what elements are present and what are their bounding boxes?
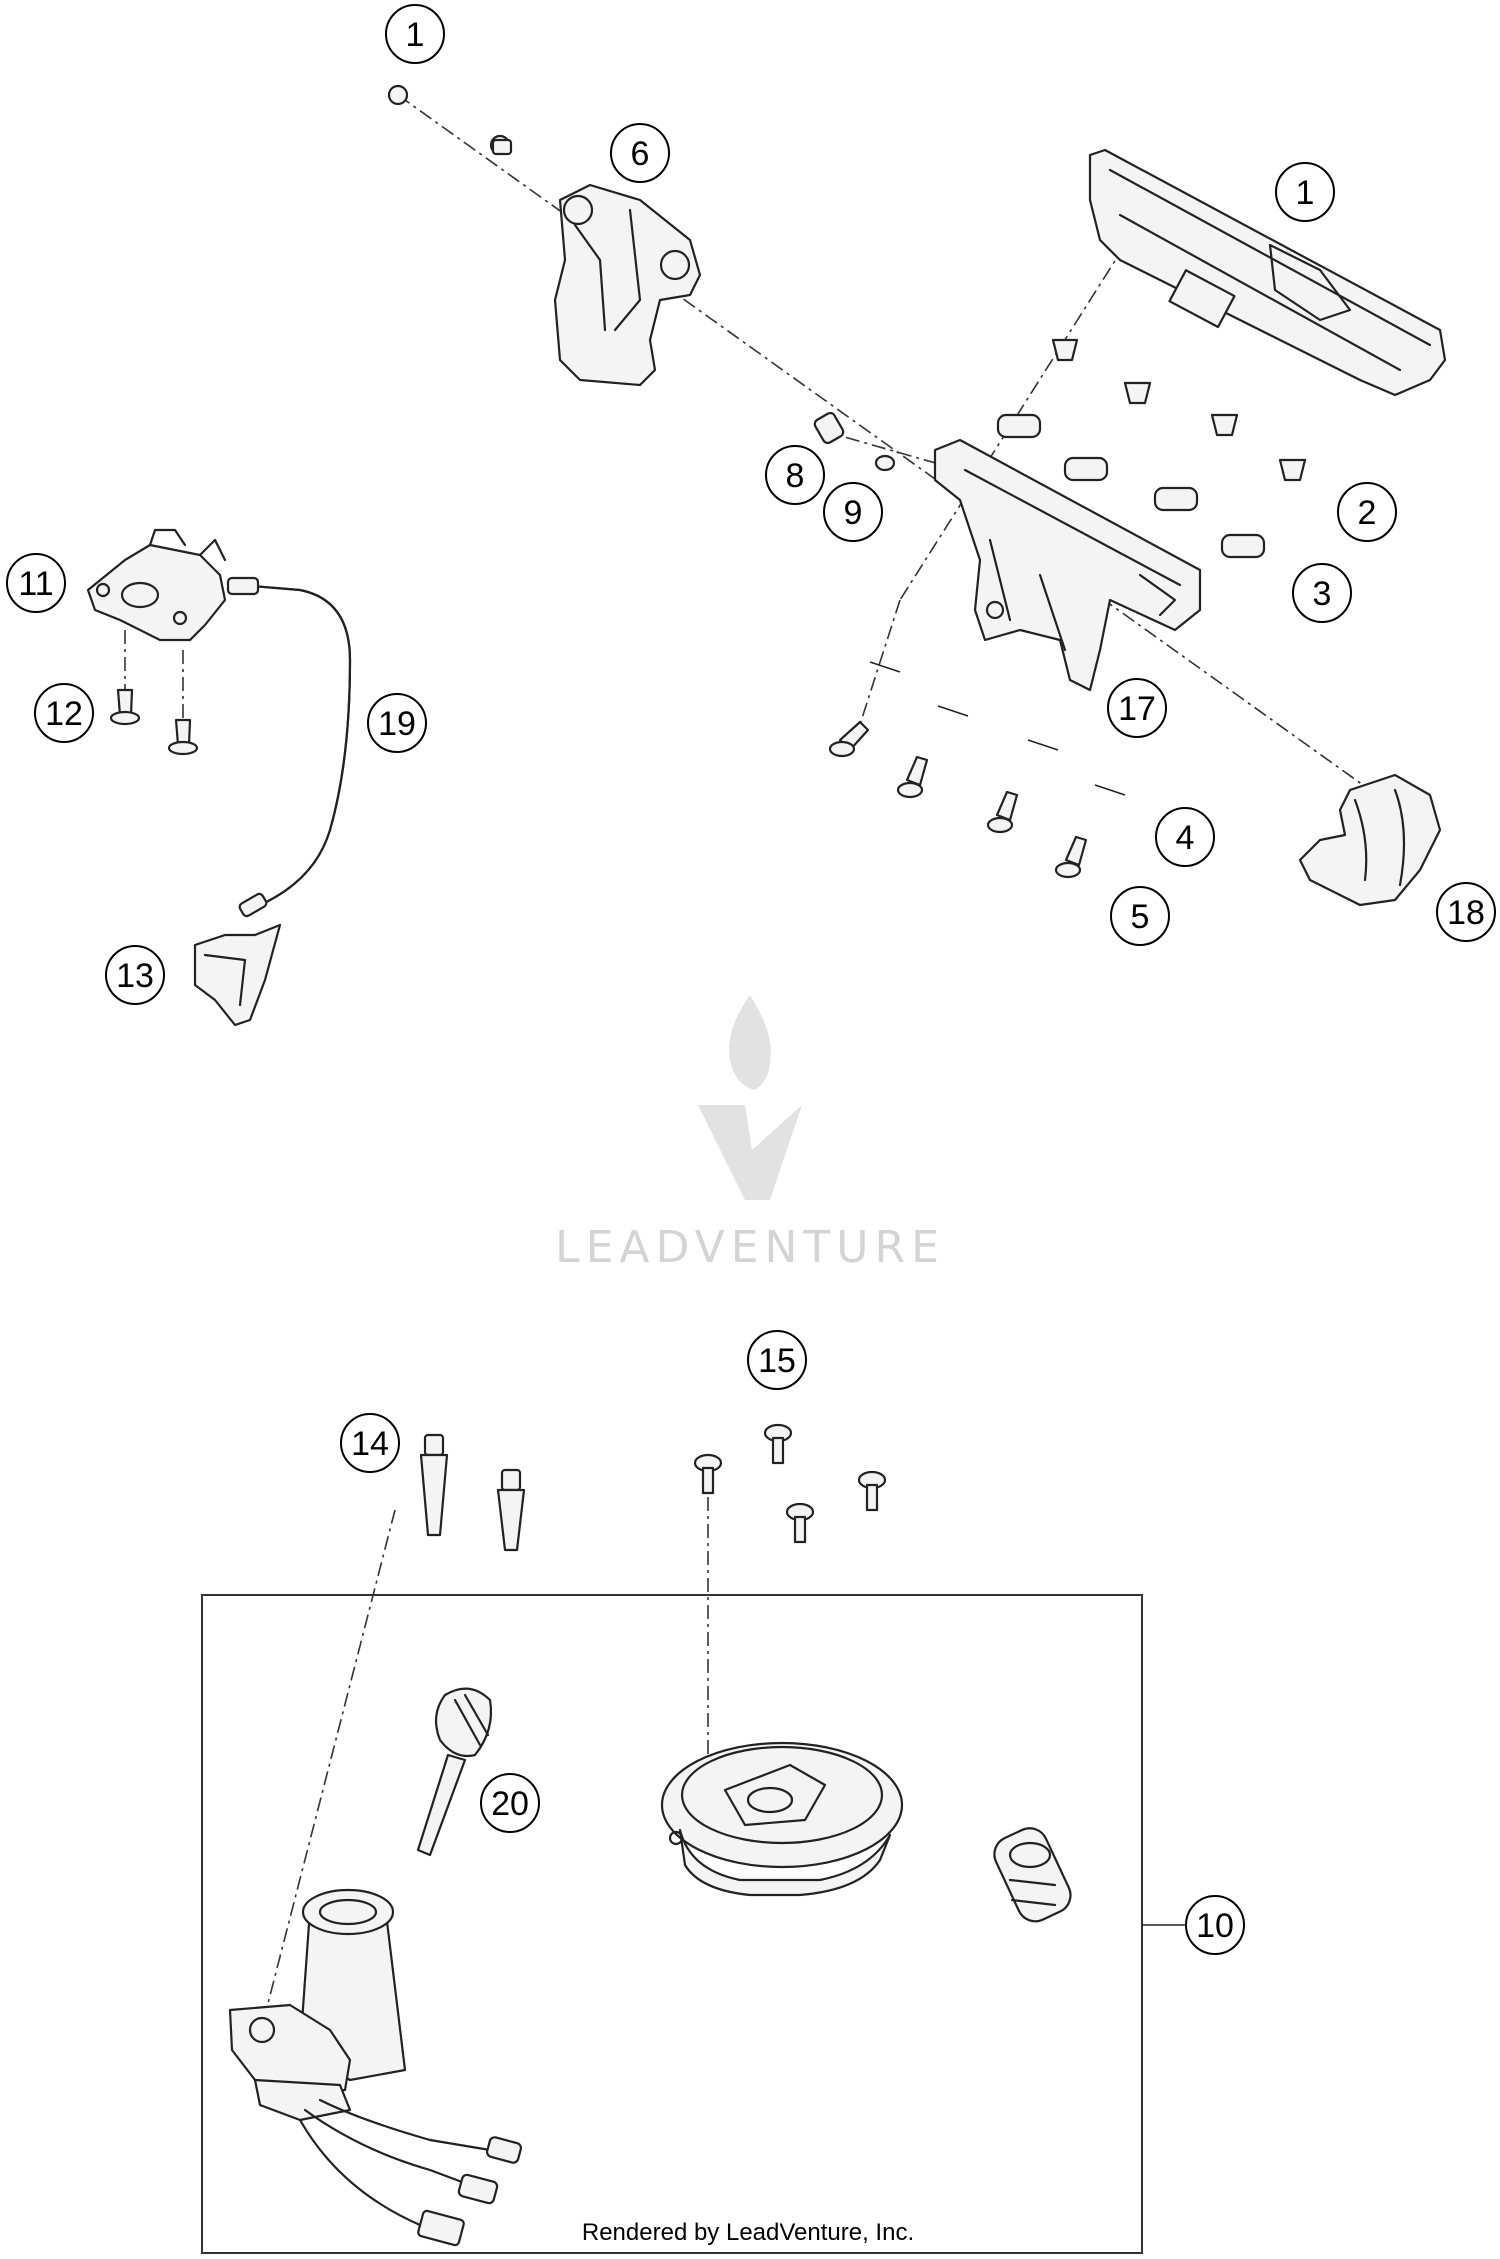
grommets-3 — [996, 413, 1266, 559]
svg-text:15: 15 — [758, 1342, 796, 1380]
callouts: 1 6 1 8 9 2 3 11 — [6, 4, 1496, 1955]
svg-text:18: 18 — [1447, 894, 1485, 932]
svg-text:11: 11 — [18, 565, 53, 603]
svg-text:14: 14 — [351, 1425, 389, 1463]
callout-19: 19 — [367, 693, 427, 753]
callout-6: 6 — [610, 123, 670, 183]
sensor-13 — [193, 923, 282, 1027]
svg-text:1: 1 — [406, 16, 425, 54]
callout-9: 9 — [823, 482, 883, 542]
pins-14 — [419, 1433, 526, 1552]
screws-12 — [109, 630, 199, 756]
instrument-cluster-1 — [1088, 148, 1447, 397]
bracket-6 — [553, 183, 702, 387]
key-20 — [416, 1687, 493, 1857]
bushings-2 — [1051, 338, 1307, 482]
wire-connectors — [298, 2098, 523, 2247]
cable-19 — [226, 576, 352, 918]
callout-20: 20 — [480, 1773, 540, 1833]
svg-text:19: 19 — [378, 705, 416, 743]
svg-text:8: 8 — [786, 457, 805, 495]
svg-text:4: 4 — [1176, 819, 1195, 857]
screw-7 — [387, 84, 513, 156]
leader-lines-bottom — [264, 1470, 709, 2016]
callout-11: 11 — [6, 553, 66, 613]
svg-text:1: 1 — [1296, 174, 1315, 212]
callout-4: 4 — [1155, 807, 1215, 867]
render-credit: Rendered by LeadVenture, Inc. — [582, 2219, 914, 2246]
clamp-18 — [1298, 773, 1442, 907]
holder-bracket-17 — [933, 438, 1202, 692]
svg-text:12: 12 — [45, 695, 83, 733]
callout-2: 2 — [1337, 482, 1397, 542]
bolts-5 — [828, 720, 1088, 879]
svg-text:20: 20 — [491, 1785, 529, 1823]
washers-4 — [869, 661, 1126, 796]
callout-10: 10 — [1185, 1895, 1245, 1955]
svg-text:6: 6 — [631, 135, 650, 173]
switch-bracket-11 — [86, 528, 227, 642]
watermark-text: LEADVENTURE — [555, 1222, 945, 1273]
svg-text:9: 9 — [844, 494, 863, 532]
callout-5: 5 — [1110, 886, 1170, 946]
callout-13: 13 — [105, 945, 165, 1005]
callout-7: 1 — [385, 4, 445, 64]
svg-text:17: 17 — [1118, 690, 1156, 728]
callout-3: 3 — [1292, 563, 1352, 623]
svg-text:5: 5 — [1131, 898, 1150, 936]
leader-lines-top — [397, 94, 1371, 791]
kit-frame-10 — [201, 1594, 1143, 2254]
fuel-cap — [660, 1741, 904, 1897]
svg-text:2: 2 — [1358, 494, 1377, 532]
callout-8: 8 — [765, 445, 825, 505]
callout-14: 14 — [340, 1413, 400, 1473]
callout-1: 1 — [1275, 162, 1335, 222]
screw-8-washer-9 — [813, 411, 896, 472]
callout-15: 15 — [747, 1330, 807, 1390]
svg-text:3: 3 — [1313, 575, 1332, 613]
callout-17: 17 — [1107, 678, 1167, 738]
svg-text:10: 10 — [1196, 1907, 1234, 1945]
seat-lock — [993, 1827, 1072, 1923]
svg-text:13: 13 — [116, 957, 154, 995]
callout-12: 12 — [34, 683, 94, 743]
callout-18: 18 — [1436, 882, 1496, 942]
ignition-lock — [228, 1888, 407, 2122]
leadventure-watermark: LEADVENTURE — [555, 995, 945, 1273]
screws-15 — [693, 1423, 887, 1544]
